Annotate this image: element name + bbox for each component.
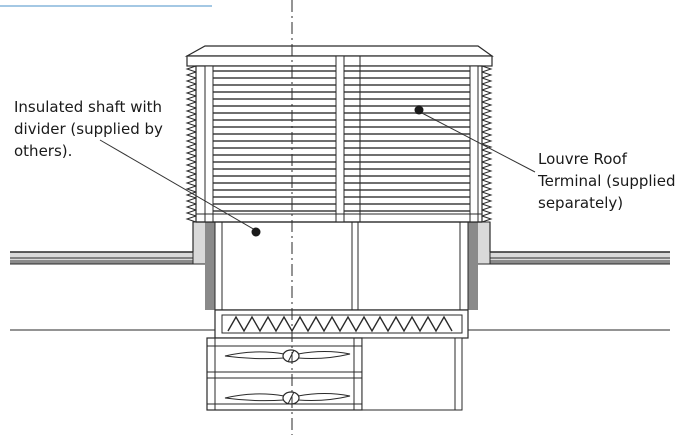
leader-shaft: [99, 139, 261, 237]
louvre-serration: [185, 131, 197, 139]
upstand-right: [467, 221, 491, 310]
damper-strip: [214, 309, 469, 339]
louvre-serration: [185, 101, 197, 109]
louvre-serration: [481, 83, 493, 91]
louvre-label-line-2: Terminal (supplied: [538, 172, 676, 190]
louvre-serration: [185, 77, 197, 85]
louvre-serration: [481, 125, 493, 133]
louvre-serration: [481, 65, 493, 73]
louvre-serration: [185, 65, 197, 73]
shaft-label: Insulated shaft with divider (supplied b…: [14, 96, 163, 162]
louvre-serration: [185, 197, 197, 205]
louvre-serration: [481, 185, 493, 193]
louvre-serration: [185, 125, 197, 133]
louvre-serration: [481, 131, 493, 139]
louvre-serration: [185, 167, 197, 175]
fan-upper-propeller-icon: [224, 349, 351, 363]
louvre-serration: [481, 215, 493, 223]
leader-louvre: [414, 105, 536, 173]
louvre-serration: [481, 197, 493, 205]
louvre-serration: [481, 77, 493, 85]
roof-left: [10, 251, 215, 331]
fan-lower-propeller-icon: [224, 391, 351, 405]
louvre-serration: [185, 155, 197, 163]
louvre-roof-terminal: [184, 45, 494, 223]
shaft-label-line-1: Insulated shaft with: [14, 98, 163, 116]
louvre-serration: [481, 149, 493, 157]
louvre-serration: [481, 143, 493, 151]
louvre-serration: [185, 119, 197, 127]
louvre-serration: [185, 191, 197, 199]
louvre-serration: [185, 71, 197, 79]
louvre-label-line-1: Louvre Roof: [538, 150, 627, 168]
shaft-label-line-2: divider (supplied by: [14, 120, 163, 138]
louvre-serration: [185, 137, 197, 145]
louvre-serration: [185, 185, 197, 193]
louvre-serration: [185, 209, 197, 217]
louvre-serration: [481, 101, 493, 109]
louvre-serration: [185, 203, 197, 211]
roof-right: [468, 251, 670, 331]
louvre-serration: [185, 143, 197, 151]
louvre-serration: [481, 191, 493, 199]
louvre-serration: [481, 155, 493, 163]
louvre-serration: [185, 215, 197, 223]
louvre-serration: [185, 83, 197, 91]
louvre-label-line-3: separately): [538, 194, 624, 212]
louvre-serration: [481, 71, 493, 79]
louvre-serration: [185, 161, 197, 169]
louvre-serration: [185, 179, 197, 187]
shaft-label-line-3: others).: [14, 142, 73, 160]
louvre-serration: [185, 95, 197, 103]
louvre-serration: [481, 209, 493, 217]
louvre-serration: [481, 107, 493, 115]
louvre-serration: [185, 149, 197, 157]
louvre-serration: [481, 137, 493, 145]
louvre-serration: [481, 161, 493, 169]
louvre-serration: [481, 119, 493, 127]
upstand-left: [192, 221, 216, 310]
louvre-serration: [481, 179, 493, 187]
louvre-serration: [185, 113, 197, 121]
louvre-serration: [185, 173, 197, 181]
louvre-serration: [185, 107, 197, 115]
louvre-serration: [481, 203, 493, 211]
louvre-serration: [481, 89, 493, 97]
louvre-edge-right: [481, 65, 493, 223]
louvre-serration: [481, 113, 493, 121]
louvre-serration: [481, 95, 493, 103]
louvre-edge-left: [185, 65, 197, 223]
louvre-serration: [481, 167, 493, 175]
louvre-serration: [481, 173, 493, 181]
louvre-serration: [185, 89, 197, 97]
louvre-label: Louvre Roof Terminal (supplied separatel…: [538, 148, 675, 214]
